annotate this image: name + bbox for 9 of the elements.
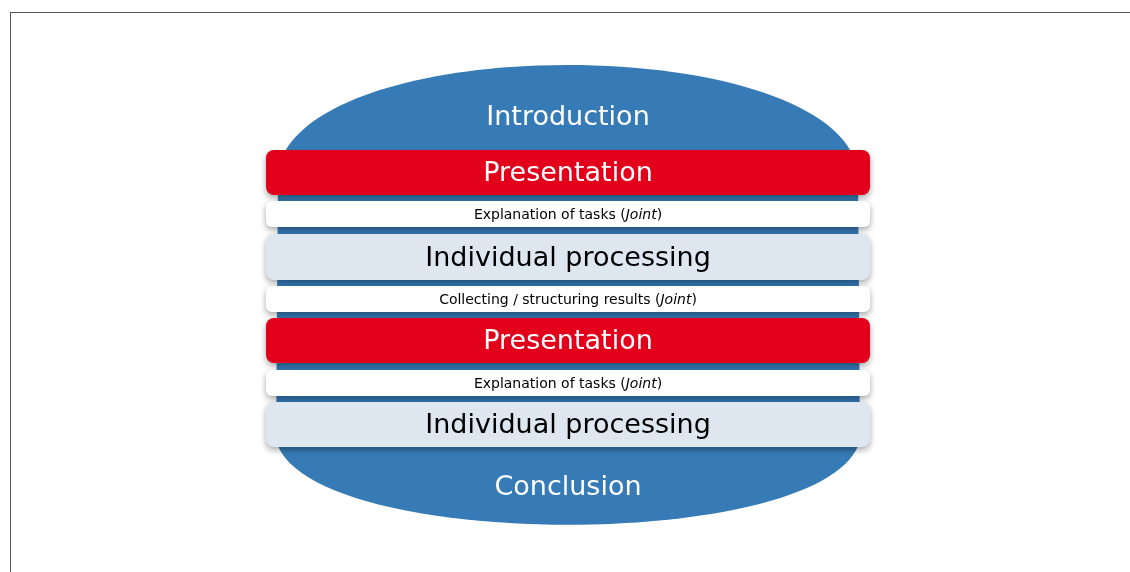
- band-label: Introduction: [485, 99, 651, 133]
- phase-bar: Individual processing: [266, 402, 870, 447]
- phase-bar: Presentation: [266, 318, 870, 363]
- band-label: Conclusion: [493, 469, 643, 503]
- phase-bar: Presentation: [266, 150, 870, 195]
- phase-bar: Individual processing: [266, 234, 870, 280]
- joint-step-bar: Explanation of tasks (Joint): [266, 370, 870, 396]
- joint-step-bar: Explanation of tasks (Joint): [266, 201, 870, 227]
- joint-step-bar: Collecting / structuring results (Joint): [266, 286, 870, 312]
